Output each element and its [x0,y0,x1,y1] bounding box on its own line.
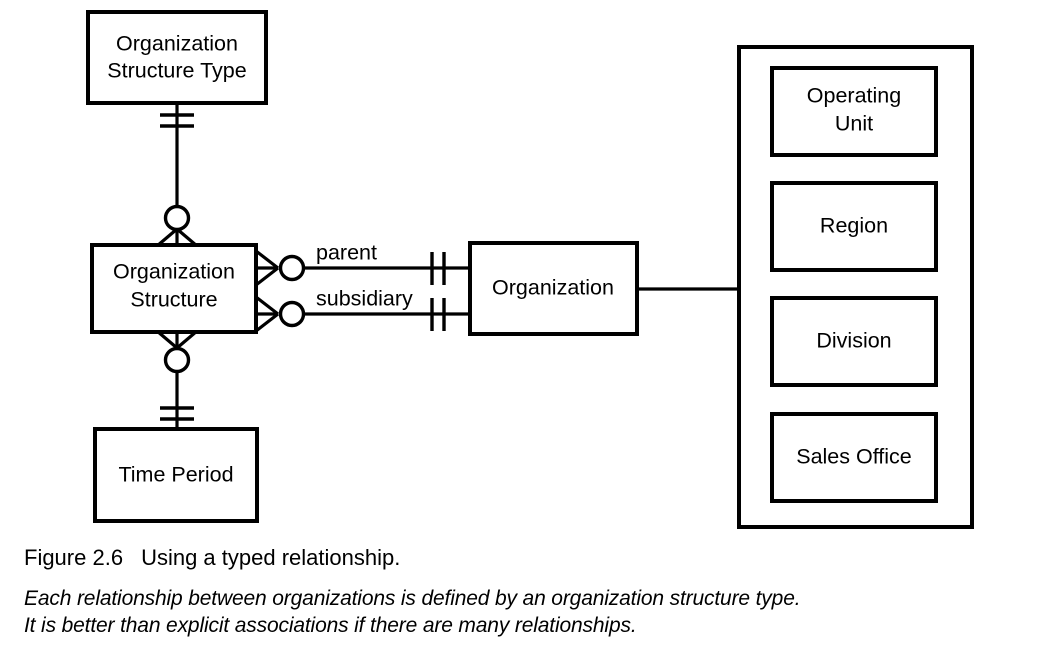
subtype-sales-office[interactable]: Sales Office [770,412,938,503]
subtype-group-container: Operating Unit Region Division Sales Off… [737,45,974,529]
entity-box [90,243,258,334]
relationship-parent: parent [255,241,470,287]
figure-caption: Figure 2.6 Using a typed relationship. [24,544,1034,572]
figure-title: Using a typed relationship. [141,545,401,570]
crows-foot-parent [255,249,279,287]
cardinality-zero-circle [278,300,306,328]
cardinality-zero-circle [163,204,191,232]
entity-label-line1: Region [820,214,888,238]
entity-box [770,412,938,503]
figure-description-line-1: Each relationship between organizations … [24,586,801,610]
crows-foot-subsidiary [255,295,279,333]
subtype-region[interactable]: Region [770,181,938,272]
role-label-parent: parent [316,241,377,265]
figure-description: Each relationship between organizations … [24,585,1034,640]
crows-foot-prong-upper [255,249,279,270]
entity-box [770,66,938,157]
entity-time-period[interactable]: Time Period [93,427,259,523]
entity-box [770,296,938,387]
entity-label-line2: Structure [130,288,217,312]
entity-box [86,10,268,105]
crows-foot-prong-upper [255,295,279,316]
entity-label-line1: Operating [807,84,901,108]
entity-box [468,241,639,336]
entity-label-line1: Sales Office [796,445,912,469]
entity-label-line2: Structure Type [107,59,246,83]
relationship-subsidiary: subsidiary [255,287,470,333]
entity-label-line1: Organization [492,276,614,300]
entity-label-line1: Time Period [118,463,233,487]
entity-label-line1: Organization [113,260,235,284]
entity-label-line1: Division [816,329,891,353]
crows-foot-prong-lower [255,312,279,333]
figure-caption-block: Figure 2.6 Using a typed relationship. Ea… [24,544,1034,640]
subtype-division[interactable]: Division [770,296,938,387]
relationship-structure-to-timeperiod [155,329,199,431]
entity-organization[interactable]: Organization [468,241,639,336]
figure-description-line-2: It is better than explicit associations … [24,614,637,638]
entity-box [93,427,259,523]
cardinality-zero-circle [278,254,306,282]
relationship-type-to-structure [155,103,199,248]
subtype-operating-unit[interactable]: Operating Unit [770,66,938,157]
entity-org-structure[interactable]: Organization Structure [90,243,258,334]
role-label-subsidiary: subsidiary [316,287,413,311]
entity-org-structure-type[interactable]: Organization Structure Type [86,10,268,105]
figure-number: Figure 2.6 [24,545,124,570]
crows-foot-prong-lower [255,266,279,287]
entity-box [770,181,938,272]
entity-label-line1: Organization [116,32,238,56]
entity-label-line2: Unit [835,112,873,136]
cardinality-zero-circle [163,346,191,374]
